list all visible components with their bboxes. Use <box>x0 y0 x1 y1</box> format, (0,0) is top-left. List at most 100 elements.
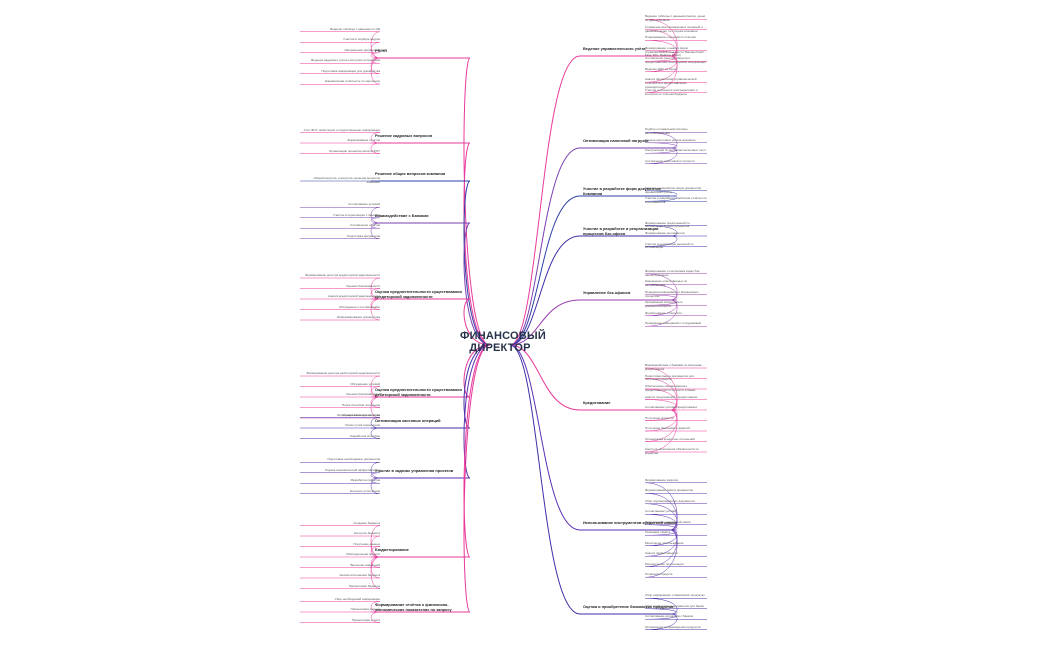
leaf-right-0-6: Анализ финансовой управленческой отчётно… <box>645 77 697 89</box>
leaf-connector-left-4-1 <box>300 288 381 300</box>
leaf-connector-right-4-2 <box>644 294 707 301</box>
leaf-left-4-4: Информирование руководства <box>337 315 380 319</box>
leaf-connector-left-4-0 <box>300 277 381 300</box>
leaf-right-2-0: Участие в разработке форм документов фин… <box>645 185 702 194</box>
leaf-connector-right-0-7 <box>644 55 707 93</box>
leaf-left-3-3: Подготовка документов <box>347 233 380 238</box>
leaf-connector-right-0-0 <box>644 19 707 57</box>
branch-left-9: Формирование отчётов о финансово-экономи… <box>375 602 452 612</box>
branch-right-5: Кредитование <box>583 400 611 405</box>
leaf-right-3-2: Участие в реализации решений по оптимиза… <box>645 241 694 250</box>
leaf-right-7-2: Согласование договоров с банком <box>645 614 694 619</box>
leaf-connector-left-3-3 <box>300 222 381 239</box>
leaf-connector-right-4-1 <box>644 284 707 301</box>
leaf-right-1-0: Подбор оптимальной системы налогообложен… <box>645 127 688 135</box>
leaf-right-5-1: Подготовка пакета документов для получен… <box>645 373 694 382</box>
leaf-left-8-4: Внесение изменений <box>350 562 380 567</box>
leaf-connector-right-2-0 <box>644 190 707 197</box>
leaf-right-5-7: Организация кредитных отношений <box>645 436 695 441</box>
leaf-connector-left-6-0 <box>300 417 381 429</box>
branch-left-5: Оценка предпочтительности существования … <box>375 387 462 397</box>
leaf-connector-right-5-8 <box>644 409 707 453</box>
leaf-right-1-2: Консультации по вопросам налоговых льгот <box>645 148 707 153</box>
branch-left-1: Решение кадровых вопросов <box>375 133 433 138</box>
leaf-left-1-1: Формирование отчётов <box>347 138 380 142</box>
branch-right-2: Участие в разработке форм документов Ком… <box>583 186 661 196</box>
branch-left-4: Оценка предпочтительности существования … <box>375 289 462 299</box>
leaf-right-4-2: Передача информации о финансовых процесс… <box>645 289 699 298</box>
leaf-connector-left-9-0 <box>300 601 381 613</box>
leaf-connector-right-7-1 <box>644 608 707 615</box>
leaf-right-6-9: Погашение кредита <box>645 572 673 577</box>
leaf-left-5-1: Обсуждение условий <box>350 381 380 386</box>
leaf-right-0-5: Ведение ДДС по кассе <box>645 66 677 71</box>
leaf-right-6-1: Формирование пакета документов <box>645 488 694 493</box>
leaf-connector-right-0-1 <box>644 29 707 57</box>
leaf-connector-left-0-1 <box>300 42 381 59</box>
leaf-connector-right-2-1 <box>644 195 707 202</box>
leaf-right-0-3: Формирование и анализ форм управленческо… <box>645 45 704 58</box>
branch-connector-left-2 <box>380 180 491 346</box>
leaf-left-4-3: Обсуждение с поставщиками <box>339 304 380 309</box>
leaf-left-0-4: Подготовка информации для руководства <box>321 68 380 73</box>
leaf-left-5-0: Формирование реестра дебиторской задолже… <box>306 371 380 375</box>
branch-connector-left-8 <box>380 344 491 558</box>
leaf-left-8-0: Создание бюджета <box>353 520 380 525</box>
leaf-connector-left-1-0 <box>300 132 381 144</box>
leaf-left-8-1: Контроль бюджета <box>353 531 380 535</box>
leaf-left-6-0: Оценка кассовых остатков <box>342 412 380 417</box>
leaf-right-4-0: Формирование и постановка задач бэк-офис… <box>645 268 701 277</box>
leaf-connector-right-5-2 <box>644 388 707 411</box>
leaf-connector-right-3-2 <box>644 235 707 247</box>
leaf-connector-right-6-9 <box>644 529 707 578</box>
leaf-right-5-3: Анализ предложений о кредитовании <box>645 394 698 399</box>
leaf-right-4-4: Формирование отчётности <box>645 310 683 315</box>
leaf-connector-right-7-3 <box>644 613 707 630</box>
leaf-right-6-3: Согласование условий <box>645 509 677 514</box>
leaf-right-4-3: Организация электронного документооборот… <box>645 300 683 308</box>
branch-connector-right-4 <box>509 299 670 346</box>
leaf-left-8-3: Распределение средств <box>346 552 380 556</box>
branch-left-6: Оптимизация кассовых операций <box>375 418 441 423</box>
leaf-connector-left-1-2 <box>300 142 381 154</box>
leaf-connector-right-0-5 <box>644 55 707 72</box>
branch-right-0: Ведение управленческого учёта <box>583 46 646 51</box>
leaf-left-2-0: Общий контроль и контроль решения вопрос… <box>313 176 380 184</box>
leaf-right-6-6: Мониторинг использования <box>645 540 684 545</box>
branch-connector-right-3 <box>509 235 670 346</box>
leaf-connector-right-1-1 <box>644 142 707 149</box>
leaf-left-8-6: Презентация бюджета <box>348 583 380 588</box>
leaf-connector-left-5-4 <box>300 396 381 419</box>
leaf-connector-left-5-1 <box>300 386 381 398</box>
leaf-left-6-1: Поиск путей сокращения <box>345 423 380 427</box>
branch-left-8: Бюджетирование <box>375 547 409 552</box>
branch-connector-right-5 <box>509 344 670 411</box>
leaf-connector-left-8-0 <box>300 525 381 558</box>
leaf-right-0-0: Ведение таблицы с данными (месяц, день) … <box>645 14 706 22</box>
leaf-right-5-6: Получение банковских гарантий <box>645 426 690 430</box>
leaf-connector-left-6-2 <box>300 427 381 439</box>
leaf-connector-right-4-4 <box>644 299 707 316</box>
leaf-right-6-8: Рассмотрение пролонгации <box>645 561 684 566</box>
branch-connector-left-7 <box>380 344 491 479</box>
leaf-left-3-2: Составление отчётов <box>350 223 380 228</box>
leaf-connector-left-3-1 <box>300 217 381 224</box>
leaf-left-6-2: Разработка способов <box>350 433 380 438</box>
branch-connector-right-7 <box>509 344 670 615</box>
branch-connector-right-6 <box>509 344 670 531</box>
leaf-right-0-7: Участие в процессе распределения и контр… <box>645 87 698 96</box>
leaf-connector-right-3-0 <box>644 225 707 237</box>
leaf-right-6-4: Подключение к кредитной линии <box>645 519 691 524</box>
leaf-connector-left-8-1 <box>300 535 381 558</box>
leaf-right-5-5: Получение кредитов <box>645 415 674 420</box>
leaf-connector-right-6-3 <box>644 514 707 531</box>
leaf-connector-right-5-0 <box>644 367 707 411</box>
leaf-right-1-3: Составление налоговой отчётности <box>645 158 695 163</box>
leaf-connector-left-4-4 <box>300 298 381 321</box>
leaf-right-6-5: Установка лимита <box>645 530 671 535</box>
leaf-right-6-0: Формирование запроса <box>645 477 678 482</box>
leaf-connector-left-3-0 <box>300 207 381 224</box>
branch-connector-left-1 <box>380 142 491 346</box>
branch-connector-right-2 <box>509 195 670 346</box>
branch-left-2: Решение общих вопросов компании <box>375 171 446 176</box>
